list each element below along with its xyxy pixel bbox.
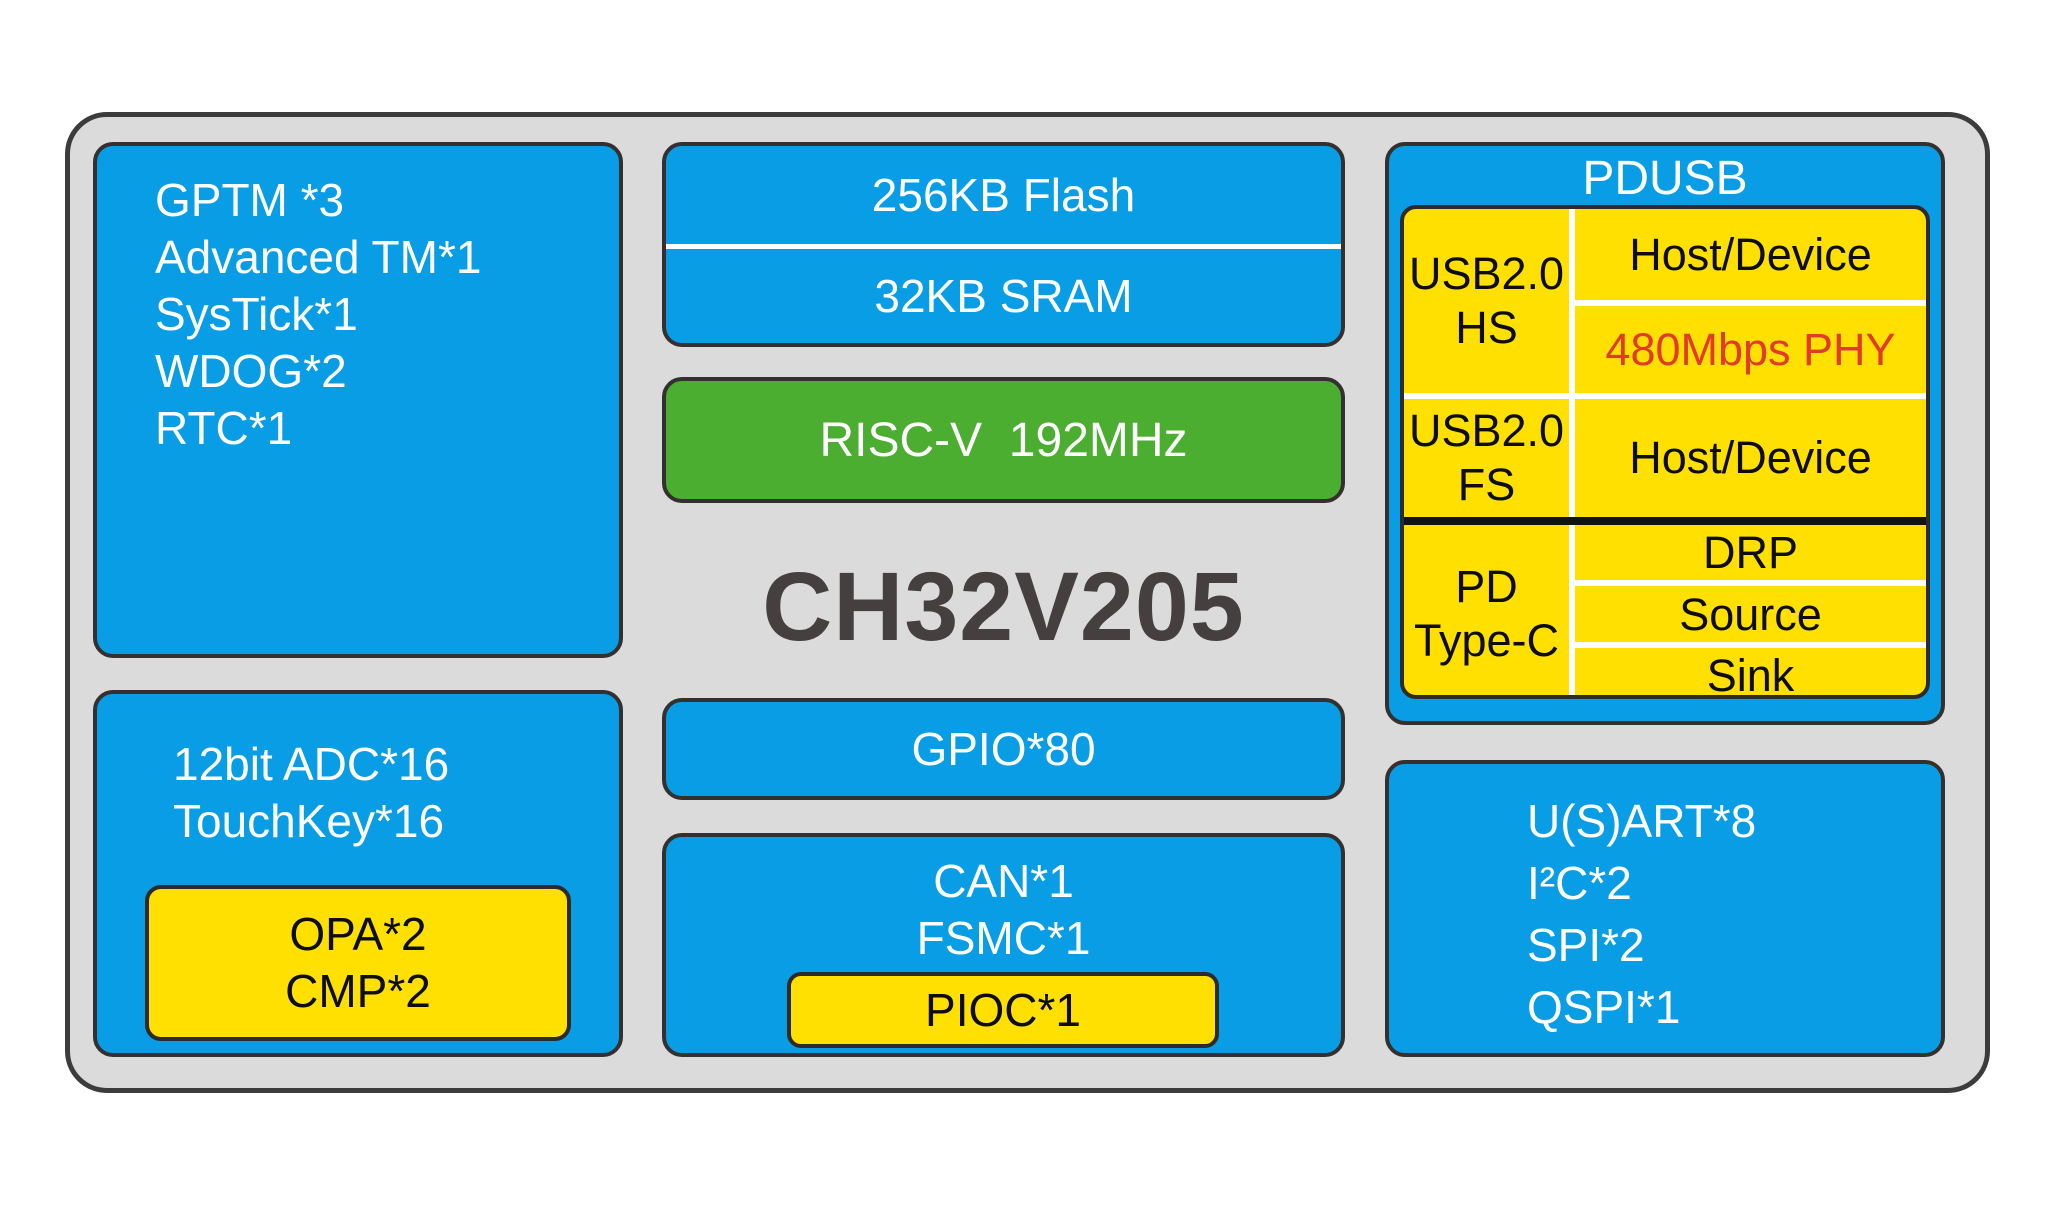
cmp-label: CMP*2: [285, 965, 431, 1017]
pdusb-table: USB2.0 HS USB2.0 FS PD Type-C Host/Devic…: [1400, 205, 1930, 699]
pd-typec-line2: Type-C: [1413, 615, 1560, 666]
pd-sink-cell: Sink: [1706, 649, 1795, 699]
comms-line-spi: SPI*2: [1527, 919, 1645, 971]
hs-host-device-cell: Host/Device: [1629, 229, 1872, 280]
usb2-hs-line2: HS: [1455, 302, 1518, 353]
can-label: CAN*1: [933, 855, 1074, 907]
usb2-hs-line1: USB2.0: [1408, 248, 1565, 299]
usb2-fs-cell: USB2.0 FS: [1404, 399, 1569, 517]
hs-480mbps-phy-cell: 480Mbps PHY: [1605, 323, 1896, 375]
pd-typec-line1: PD: [1455, 561, 1518, 612]
comms-line-i2c: I²C*2: [1527, 857, 1632, 909]
usb2-fs-line2: FS: [1457, 459, 1516, 510]
cpu-core-box: RISC-V 192MHz: [662, 377, 1345, 503]
flash-label: 256KB Flash: [871, 169, 1136, 221]
pd-typec-cell: PD Type-C: [1404, 525, 1569, 695]
comms-line-usart: U(S)ART*8: [1527, 795, 1757, 847]
source-sink-divider: [1575, 642, 1926, 648]
usb2-hs-cell: USB2.0 HS: [1404, 209, 1569, 393]
timers-line-gptm: GPTM *3: [155, 174, 345, 226]
gpio-box: GPIO*80: [662, 698, 1345, 800]
hs-fs-divider: [1404, 393, 1926, 399]
hs-row-divider: [1575, 300, 1926, 306]
table-column-divider: [1569, 209, 1575, 695]
timers-line-rtc: RTC*1: [155, 402, 293, 454]
fs-host-device-cell: Host/Device: [1629, 432, 1872, 483]
pdusb-header: PDUSB: [1582, 151, 1748, 205]
opa-label: OPA*2: [289, 908, 427, 960]
timers-box: GPTM *3 Advanced TM*1 SysTick*1 WDOG*2 R…: [93, 142, 623, 658]
drp-source-divider: [1575, 580, 1926, 586]
timers-line-wdog: WDOG*2: [155, 345, 347, 397]
chip-outline-panel: GPTM *3 Advanced TM*1 SysTick*1 WDOG*2 R…: [65, 112, 1990, 1093]
analog-line-touchkey: TouchKey*16: [173, 795, 445, 847]
pd-drp-cell: DRP: [1702, 527, 1798, 578]
analog-line-adc: 12bit ADC*16: [173, 738, 450, 790]
fsmc-label: FSMC*1: [916, 912, 1091, 964]
fs-pd-black-divider: [1404, 517, 1926, 525]
comms-box: U(S)ART*8 I²C*2 SPI*2 QSPI*1: [1385, 760, 1945, 1057]
opa-cmp-box: OPA*2 CMP*2: [145, 885, 571, 1041]
pd-source-cell: Source: [1679, 589, 1822, 640]
timers-line-systick: SysTick*1: [155, 288, 358, 340]
pioc-box: PIOC*1: [787, 972, 1219, 1048]
comms-line-qspi: QSPI*1: [1527, 981, 1681, 1033]
chip-title: CH32V205: [762, 552, 1245, 661]
memory-box: 256KB Flash 32KB SRAM: [662, 142, 1345, 347]
memory-divider: [666, 244, 1341, 249]
timers-line-advanced-tm: Advanced TM*1: [155, 231, 482, 283]
sram-label: 32KB SRAM: [874, 270, 1133, 322]
usb2-fs-line1: USB2.0: [1408, 405, 1565, 456]
